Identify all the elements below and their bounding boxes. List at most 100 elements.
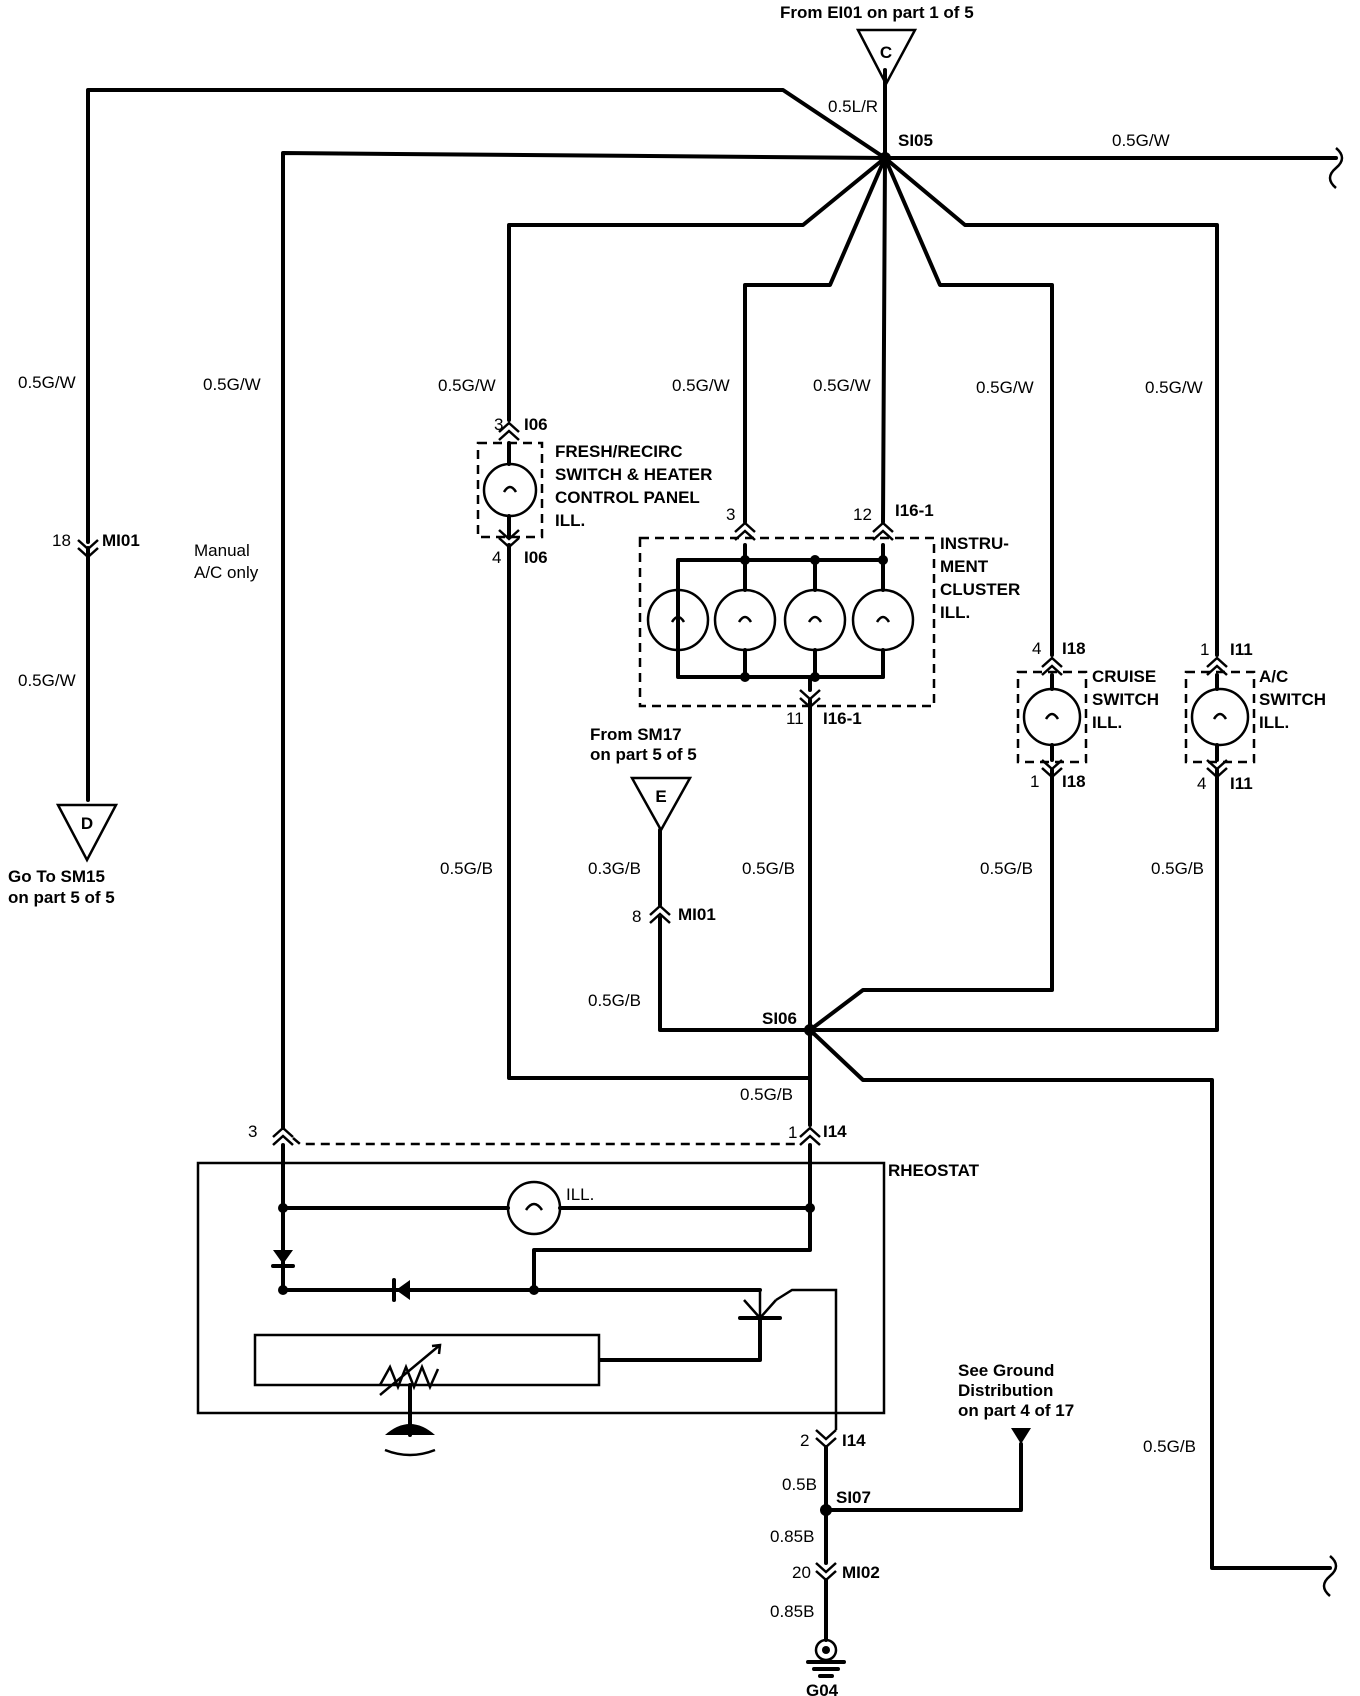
fresh-label-3: CONTROL PANEL	[555, 488, 700, 507]
wire-label-085b-bottom: 0.85B	[770, 1602, 814, 1621]
see-ground-line2: Distribution	[958, 1381, 1053, 1400]
wire-to-ac	[883, 156, 1219, 657]
fresh-label-1: FRESH/RECIRC	[555, 442, 683, 461]
inst-label-3: CLUSTER	[940, 580, 1020, 599]
pin-i14-3: 3	[248, 1122, 257, 1141]
fresh-label-2: SWITCH & HEATER	[555, 465, 712, 484]
pin-i18-1: 1	[1030, 772, 1039, 791]
pin-mi01-8: 8	[632, 907, 641, 926]
ref-triangle-d: D	[55, 803, 119, 863]
from-ei01-label: From EI01 on part 1 of 5	[780, 3, 974, 22]
see-ground-line1: See Ground	[958, 1361, 1054, 1380]
break-symbol-bottom	[1322, 1555, 1338, 1597]
go-to-sm15-line2: on part 5 of 5	[8, 888, 115, 907]
pin-i18-4: 4	[1032, 639, 1041, 658]
connector-label-mi02: MI02	[842, 1563, 880, 1582]
connector-label-i06-top: I06	[524, 415, 548, 434]
connector-mi01-top	[77, 539, 99, 559]
ac-label-2: SWITCH	[1259, 690, 1326, 709]
pin-i11-4: 4	[1197, 774, 1206, 793]
wire-to-inst-12	[881, 156, 887, 524]
pin-i14-1: 1	[788, 1123, 797, 1142]
wire-to-inst-3	[743, 156, 887, 524]
manual-ac-line1: Manual	[194, 541, 250, 560]
connector-label-mi01-top: MI01	[102, 531, 140, 550]
fresh-label-4: ILL.	[555, 511, 585, 530]
connector-i14-1	[799, 1126, 821, 1146]
connector-i18-4	[1041, 656, 1063, 676]
svg-text:D: D	[81, 814, 93, 833]
wire-label-05b: 0.5B	[782, 1475, 817, 1494]
wires-si05	[86, 68, 1344, 1130]
ac-switch-lamp	[1184, 670, 1256, 764]
connector-i06-top	[498, 421, 520, 441]
connector-label-i161-bottom: I16-1	[823, 709, 862, 728]
break-symbol-top	[1328, 147, 1344, 189]
rheostat-box	[196, 1143, 886, 1457]
wire-label-085b-top: 0.85B	[770, 1527, 814, 1546]
wire-label-gw-inst3: 0.5G/W	[672, 376, 730, 395]
wire-label-gw-inst12: 0.5G/W	[813, 376, 871, 395]
connector-mi01-8	[649, 904, 671, 924]
splice-label-si06: SI06	[762, 1009, 797, 1028]
pin-i06-3: 3	[494, 415, 503, 434]
connector-label-i18-top: I18	[1062, 639, 1086, 658]
connector-label-i06-bottom: I06	[524, 548, 548, 567]
inst-label-2: MENT	[940, 557, 989, 576]
cruise-label-1: CRUISE	[1092, 667, 1156, 686]
pin-i06-4: 4	[492, 548, 501, 567]
connector-i14-3	[272, 1126, 294, 1146]
pin-i14-2: 2	[800, 1431, 809, 1450]
wire-cruise-ground	[808, 768, 1054, 1032]
go-to-sm15-line1: Go To SM15	[8, 867, 105, 886]
connector-label-i14-bottom: I14	[842, 1431, 866, 1450]
ac-label-1: A/C	[1259, 667, 1288, 686]
wire-mi01-to-si06	[658, 916, 812, 1032]
manual-ac-line2: A/C only	[194, 563, 259, 582]
wire-label-g3b: 0.3G/B	[588, 859, 641, 878]
see-ground-line3: on part 4 of 17	[958, 1401, 1074, 1420]
connector-label-i161-top: I16-1	[895, 501, 934, 520]
pin-i161-11: 11	[786, 709, 804, 728]
ac-label-3: ILL.	[1259, 713, 1289, 732]
connector-label-i11-bottom: I11	[1230, 774, 1253, 793]
from-sm17-line1: From SM17	[590, 725, 682, 744]
pin-i11-1: 1	[1200, 640, 1209, 659]
wire-to-cruise	[883, 156, 1054, 657]
connector-label-i18-bottom: I18	[1062, 772, 1086, 791]
inst-label-1: INSTRU-	[940, 534, 1009, 553]
wire-label-gw-right: 0.5G/W	[1112, 131, 1170, 150]
wire-label-gb-e: 0.5G/B	[588, 991, 641, 1010]
connector-i161-12	[872, 521, 894, 541]
wire-label-gw-fresh: 0.5G/W	[438, 376, 496, 395]
connector-label-i14-top: I14	[823, 1122, 847, 1141]
connector-label-i11-top: I11	[1230, 640, 1253, 659]
wire-bottom-right	[808, 1028, 1332, 1570]
pin-mi01-18: 18	[52, 531, 71, 550]
wire-label-gb-inst: 0.5G/B	[742, 859, 795, 878]
wire-label-gw-manual: 0.5G/W	[203, 375, 261, 394]
from-sm17-line2: on part 5 of 5	[590, 745, 697, 764]
inst-label-4: ILL.	[940, 603, 970, 622]
cruise-label-2: SWITCH	[1092, 690, 1159, 709]
pin-i161-12: 12	[853, 505, 872, 524]
wire-ac-ground	[808, 768, 1219, 1032]
splice-label-si07: SI07	[836, 1488, 871, 1507]
connector-i14-2	[815, 1429, 837, 1449]
instrument-cluster	[638, 536, 936, 708]
pin-mi02-20: 20	[792, 1563, 811, 1582]
wire-label-gw-cruise: 0.5G/W	[976, 378, 1034, 397]
svg-text:C: C	[880, 43, 892, 62]
wire-label-gb-si06: 0.5G/B	[740, 1085, 793, 1104]
wire-label-gb-bottom-right: 0.5G/B	[1143, 1437, 1196, 1456]
cruise-label-3: ILL.	[1092, 713, 1122, 732]
cruise-switch-lamp	[1016, 670, 1088, 764]
ref-triangle-e: E	[629, 776, 693, 833]
rheostat-ill-label: ILL.	[566, 1185, 594, 1204]
pin-i161-3: 3	[726, 505, 735, 524]
splice-si05	[879, 152, 891, 164]
ground-ref-triangle	[1011, 1428, 1031, 1444]
fresh-recirc-lamp	[476, 441, 544, 539]
wire-label-gw-ac: 0.5G/W	[1145, 378, 1203, 397]
